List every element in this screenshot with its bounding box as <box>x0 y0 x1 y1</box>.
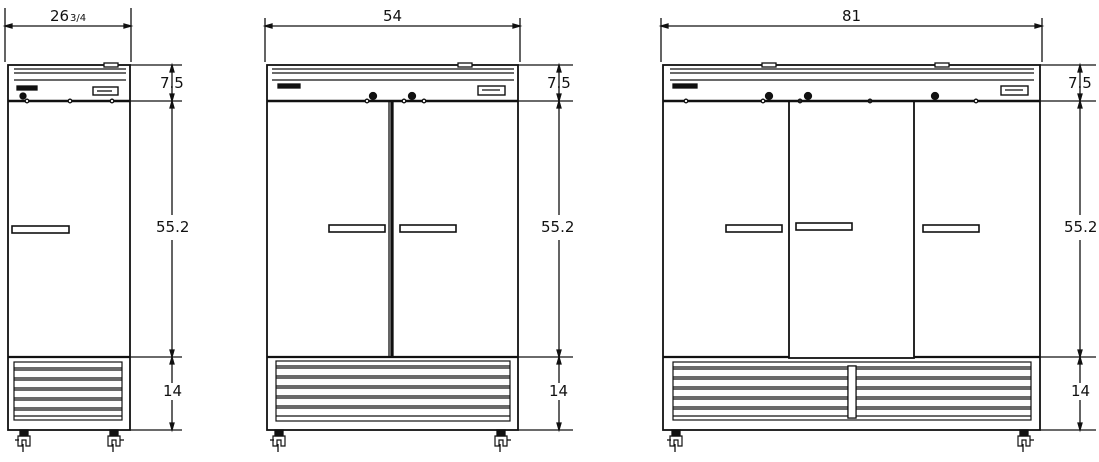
height-dimensions: 7.5 55.2 14 <box>518 62 574 433</box>
top-header <box>663 62 1040 104</box>
doors <box>267 100 518 359</box>
middle-height-label: 55.2 <box>541 218 574 236</box>
door-handle-icon <box>328 224 386 233</box>
door-handle-icon <box>725 224 783 233</box>
grille <box>13 361 123 421</box>
width-dimension: 81 <box>658 7 1045 62</box>
width-label: 54 <box>383 7 402 25</box>
caster-icon <box>1017 429 1034 452</box>
two-door-unit: 54 <box>262 7 574 452</box>
cabinet-outline <box>662 64 1041 431</box>
three-door-unit: 81 <box>658 7 1097 452</box>
bottom-height-label: 14 <box>163 382 182 400</box>
width-dimension: 26 3/4 <box>2 7 134 62</box>
door <box>8 225 130 359</box>
control-display-icon <box>1000 85 1029 96</box>
top-header <box>267 62 518 104</box>
caster-icon <box>667 429 683 452</box>
width-dimension: 54 <box>262 7 523 62</box>
caster-icon <box>270 429 286 452</box>
height-dimensions: 7.5 55.2 14 <box>130 62 189 433</box>
brand-logo-icon <box>672 83 698 89</box>
caster-icon <box>494 429 511 452</box>
door-handle-icon <box>11 225 70 234</box>
bottom-height-label: 14 <box>549 382 568 400</box>
middle-height-label: 55.2 <box>1064 218 1097 236</box>
control-display-icon <box>92 86 119 96</box>
width-label: 81 <box>842 7 861 25</box>
one-door-unit: 26 3/4 <box>2 7 189 452</box>
control-display-icon <box>477 85 506 96</box>
grille <box>672 361 1032 421</box>
grille <box>275 360 511 422</box>
middle-height-label: 55.2 <box>156 218 189 236</box>
width-fraction: 3/4 <box>70 13 86 24</box>
bottom-height-label: 14 <box>1071 382 1090 400</box>
height-dimensions: 7.5 55.2 14 <box>1040 62 1097 433</box>
doors <box>663 100 1040 359</box>
top-header <box>8 62 130 104</box>
brand-logo-icon <box>277 83 301 89</box>
door-handle-icon <box>795 222 853 231</box>
door-handle-icon <box>922 224 980 233</box>
caster-icon <box>15 429 31 452</box>
door-handle-icon <box>399 224 457 233</box>
brand-logo-icon <box>16 85 38 91</box>
top-height-label: 7.5 <box>160 74 184 92</box>
cabinet-outline <box>7 64 131 431</box>
width-label: 26 <box>50 7 69 25</box>
cabinet-outline <box>266 64 519 431</box>
top-height-label: 7.5 <box>1068 74 1092 92</box>
top-height-label: 7.5 <box>547 74 571 92</box>
caster-icon <box>107 429 124 452</box>
